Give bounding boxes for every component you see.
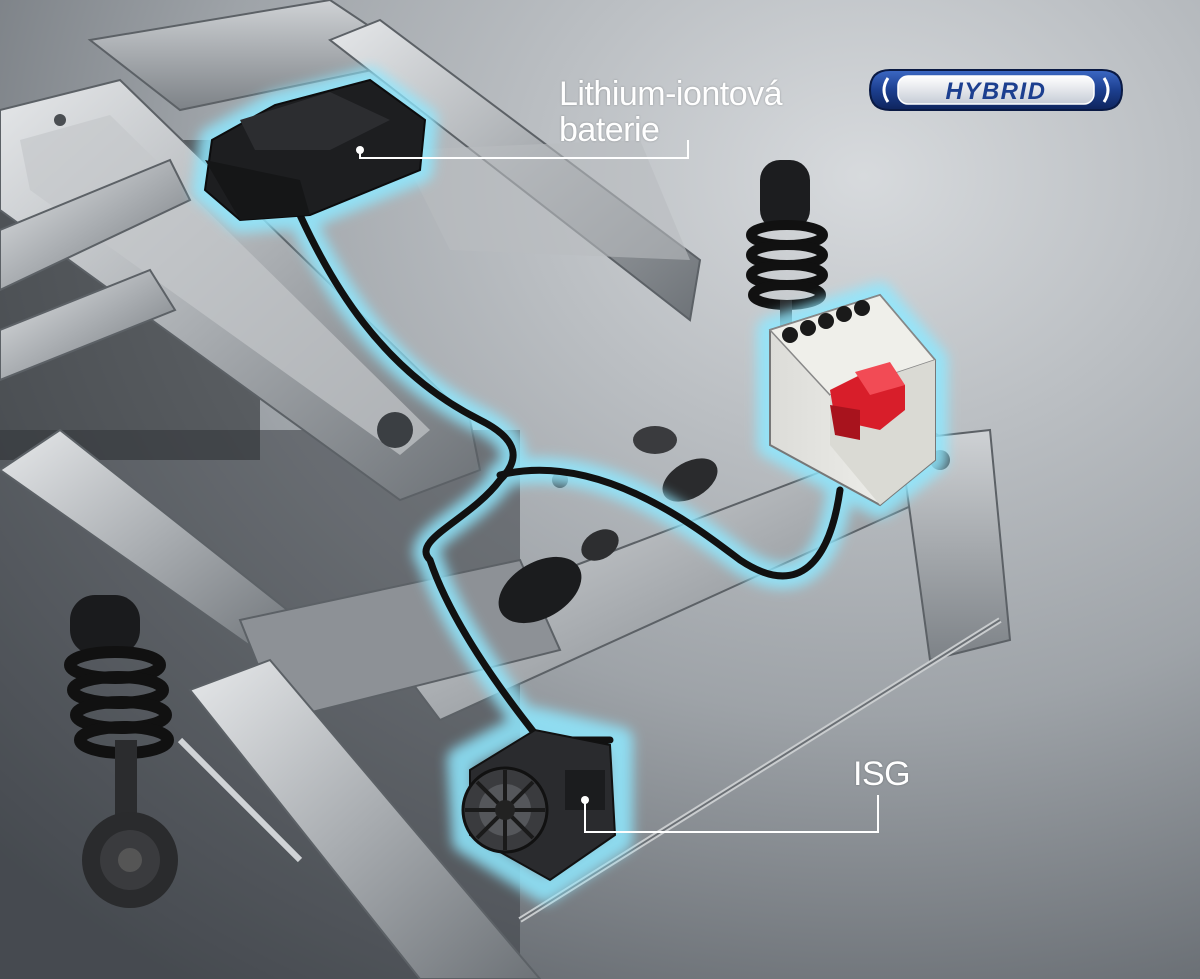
rear-coil-spring (746, 160, 828, 340)
chassis-frame (0, 0, 1012, 979)
front-coil-spring (64, 595, 303, 908)
lithium-battery-label-line1: Lithium-iontová (559, 75, 783, 113)
battery-terminal-cover (830, 362, 905, 440)
hybrid-badge-text: HYBRID (945, 78, 1046, 105)
lithium-battery-label: Lithium-iontová baterie (559, 75, 783, 149)
power-cable (296, 211, 844, 744)
leader-line-isg (584, 795, 879, 833)
isg-label: ISG (853, 755, 911, 793)
drive-shaft (498, 426, 718, 624)
lithium-ion-battery (203, 78, 427, 222)
hybrid-badge: HYBRID (868, 69, 1124, 111)
lead-acid-battery (768, 293, 937, 507)
lithium-battery-label-line2: baterie (559, 111, 660, 149)
leader-line-lithium-battery (359, 140, 689, 159)
leader-lines (359, 140, 879, 833)
